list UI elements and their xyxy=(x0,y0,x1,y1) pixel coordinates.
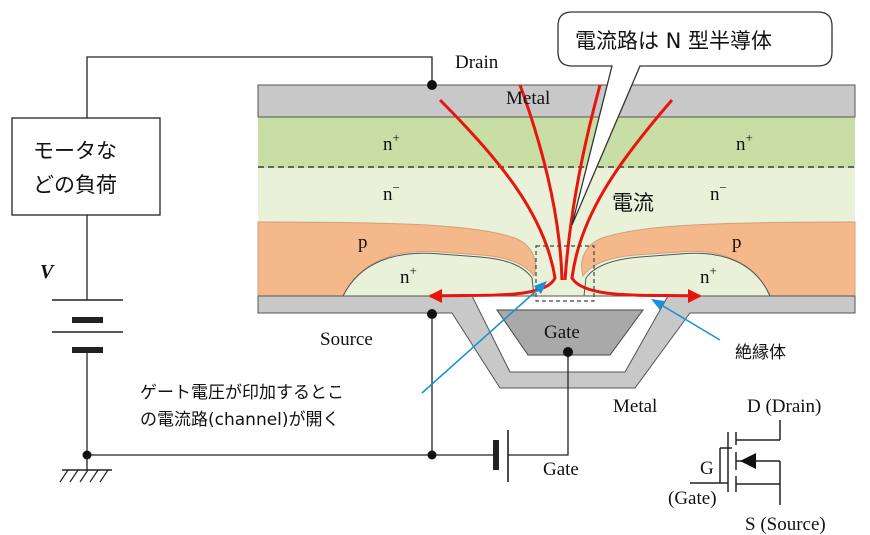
gate-node xyxy=(563,347,573,357)
p-region-right xyxy=(581,221,856,297)
current-label: 電流 xyxy=(612,191,654,215)
p-right-label: p xyxy=(732,232,742,253)
source-label: Source xyxy=(320,329,373,350)
drain-node xyxy=(427,80,437,90)
drain-label: Drain xyxy=(455,52,499,73)
p-left-label: p xyxy=(358,232,368,253)
pointer-insulator-head xyxy=(651,299,665,310)
n-plus-small-right-label: n+ xyxy=(700,263,717,288)
pointer-insulator xyxy=(652,299,721,341)
arrow-head-left xyxy=(428,289,442,303)
device-cross-section xyxy=(257,84,856,389)
annotation-line1: ゲート電圧が印加するとこ xyxy=(140,383,344,403)
n-plus-left-label: n+ xyxy=(383,130,400,155)
gate-wire-label: Gate xyxy=(543,459,579,480)
p-region-left xyxy=(257,221,536,297)
load-label-line2: どの負荷 xyxy=(33,173,117,197)
ground-node xyxy=(82,450,92,460)
source-ground-node xyxy=(427,450,437,460)
load-box xyxy=(11,117,161,216)
callout: 電流路は N 型半導体 xyxy=(557,11,833,226)
symbol-gate-label: G xyxy=(700,458,714,479)
metal-top-label: Metal xyxy=(506,88,550,109)
load-label-line1: モータな xyxy=(33,139,117,163)
n-plus-small-left-label: n+ xyxy=(400,263,417,288)
gate-block-label: Gate xyxy=(544,322,580,343)
n-plus-layer xyxy=(258,117,855,168)
n-minus-left-label: n− xyxy=(383,180,400,205)
source-node xyxy=(427,309,437,319)
current-flow xyxy=(428,84,702,303)
current-path-left-inner xyxy=(518,84,564,281)
circuit-wiring xyxy=(11,56,573,483)
voltage-label: V xyxy=(40,261,55,283)
metal-bottom-label: Metal xyxy=(613,396,657,417)
callout-bubble xyxy=(557,11,833,226)
n-minus-right-label: n− xyxy=(710,180,727,205)
gate-block xyxy=(496,309,644,356)
symbol-gate-paren-label: (Gate) xyxy=(668,488,717,509)
mosfet-symbol-arrow xyxy=(740,453,756,469)
channel-highlight-box xyxy=(535,245,595,302)
mosfet-symbol xyxy=(719,420,781,505)
pointer-annotation xyxy=(421,282,546,394)
n-plus-region-left xyxy=(342,252,535,297)
current-path-right-outer xyxy=(570,99,701,298)
current-path-right-inner xyxy=(563,84,602,281)
insulator-label: 絶縁体 xyxy=(735,343,786,363)
ground-hatch xyxy=(59,469,109,483)
current-path-left-outer xyxy=(429,98,557,298)
callout-text: 電流路は N 型半導体 xyxy=(575,29,772,53)
n-plus-right-label: n+ xyxy=(736,130,753,155)
symbol-source-label: S (Source) xyxy=(745,514,826,535)
pointer-annotation-head xyxy=(534,281,547,294)
symbol-drain-label: D (Drain) xyxy=(747,396,821,417)
metal-layer-top xyxy=(257,84,856,118)
arrow-head-right xyxy=(688,289,702,303)
n-plus-region-right xyxy=(583,252,771,297)
annotation-line2: の電流路(channel)が開く xyxy=(140,410,340,430)
